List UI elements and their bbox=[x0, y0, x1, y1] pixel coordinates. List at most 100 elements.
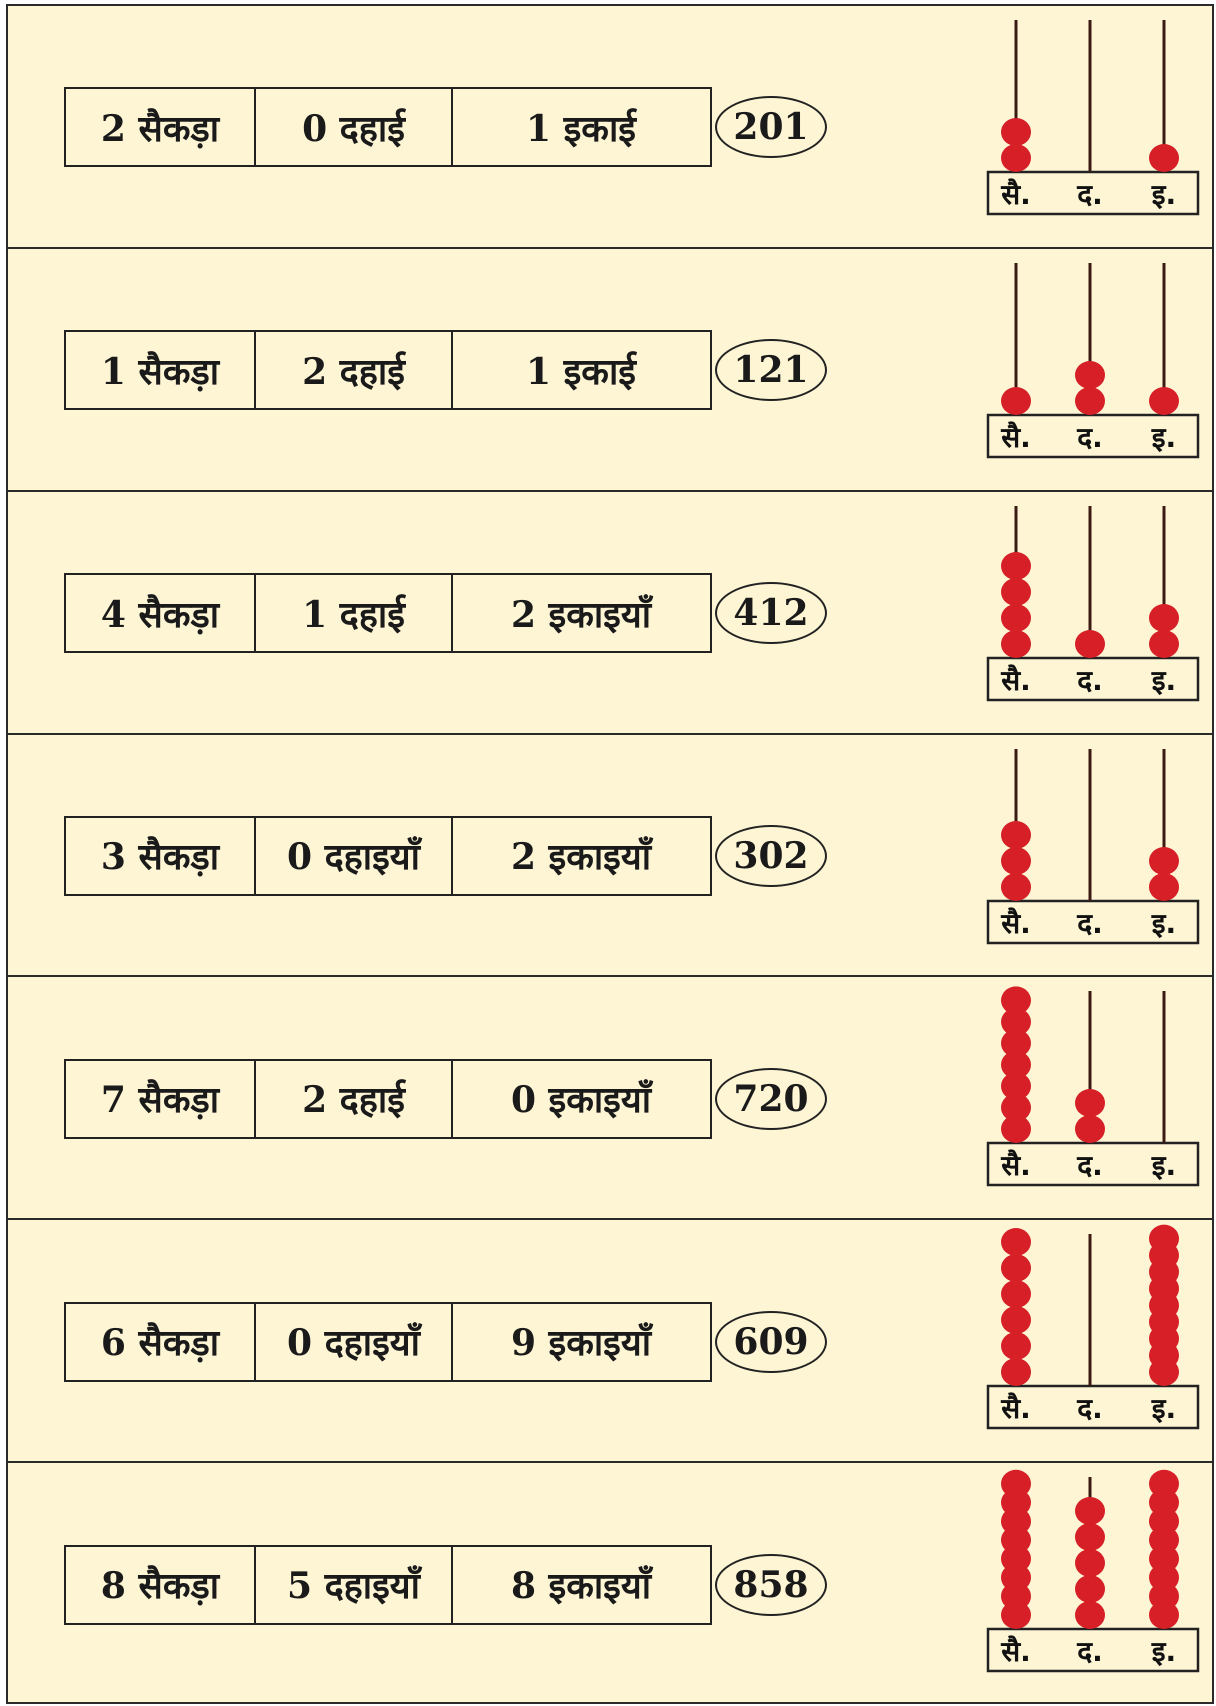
ones-cell: 1 इकाई bbox=[526, 350, 636, 393]
number-oval: 609 bbox=[715, 1310, 827, 1373]
place-value-row: 8 सैकड़ा 5 दहाइयाँ 8 इकाइयाँ 858 सै. द. इ. bbox=[8, 1463, 1212, 1706]
abacus: सै. द. इ. bbox=[986, 262, 1200, 459]
hundreds-bead bbox=[1001, 1254, 1031, 1283]
hundreds-bead bbox=[1001, 820, 1031, 849]
tens-bead bbox=[1075, 1497, 1105, 1526]
number-oval: 858 bbox=[715, 1553, 827, 1616]
hundreds-cell: 7 सैकड़ा bbox=[66, 1060, 256, 1137]
abacus: सै. द. इ. bbox=[986, 20, 1200, 216]
hundreds-bead bbox=[1001, 551, 1031, 580]
hundreds-bead bbox=[1001, 118, 1031, 146]
abacus-base bbox=[986, 656, 1200, 701]
abacus: सै. द. इ. bbox=[986, 1469, 1200, 1673]
hundreds-bead bbox=[1001, 1051, 1031, 1080]
hundreds-cell: 2 सैकड़ा bbox=[66, 89, 256, 166]
ones-column-label: इ. bbox=[1151, 178, 1176, 211]
hundreds-column-label: सै. bbox=[1000, 421, 1031, 454]
place-value-row: 3 सैकड़ा 0 दहाइयाँ 2 इकाइयाँ 302 सै. द. इ. bbox=[8, 735, 1212, 978]
hundreds-cell: 3 सैकड़ा bbox=[66, 817, 256, 894]
tens-bead bbox=[1075, 1601, 1105, 1630]
ones-bead bbox=[1149, 386, 1179, 415]
hundreds-bead bbox=[1001, 1008, 1031, 1037]
place-value-table: 7 सैकड़ा 2 दहाई 0 इकाइयाँ bbox=[64, 1058, 712, 1139]
hundreds-bead bbox=[1001, 986, 1031, 1015]
tens-bead bbox=[1075, 1549, 1105, 1578]
ones-column-label: इ. bbox=[1151, 664, 1176, 697]
ones-cell: 0 इकाइयाँ bbox=[510, 1079, 652, 1122]
ones-bead bbox=[1149, 629, 1179, 658]
tens-cell: 0 दहाइयाँ bbox=[256, 1303, 453, 1380]
hundreds-bead bbox=[1001, 1115, 1031, 1144]
ones-cell: 2 इकाइयाँ bbox=[510, 593, 652, 636]
ones-bead bbox=[1149, 144, 1179, 172]
place-value-row: 2 सैकड़ा 0 दहाई 1 इकाई 201 सै. द. इ. bbox=[8, 6, 1212, 249]
abacus-base bbox=[986, 1385, 1200, 1430]
hundreds-bead bbox=[1001, 1332, 1031, 1361]
ones-cell: 1 इकाई bbox=[526, 107, 636, 150]
hundreds-bead bbox=[1001, 603, 1031, 632]
abacus: सै.द.इ. bbox=[986, 986, 1200, 1187]
number-oval: 302 bbox=[715, 824, 827, 887]
tens-column-label: द. bbox=[1076, 1635, 1103, 1668]
ones-cell: 8 इकाइयाँ bbox=[510, 1565, 652, 1608]
tens-bead bbox=[1075, 1115, 1105, 1144]
hundreds-bead bbox=[1001, 144, 1031, 172]
tens-column-label: द. bbox=[1076, 1392, 1103, 1425]
tens-bead bbox=[1075, 629, 1105, 658]
tens-column-label: द. bbox=[1076, 178, 1103, 211]
number-oval: 720 bbox=[715, 1067, 827, 1130]
ones-column-label: इ. bbox=[1151, 421, 1176, 454]
hundreds-column-label: सै. bbox=[1000, 1635, 1031, 1668]
hundreds-bead bbox=[1001, 1072, 1031, 1101]
hundreds-cell: 4 सैकड़ा bbox=[66, 575, 256, 652]
ones-bead bbox=[1149, 603, 1179, 632]
place-value-row: 4 सैकड़ा 1 दहाई 2 इकाइयाँ 412 सै.द.इ. bbox=[8, 492, 1212, 735]
tens-column-label: द. bbox=[1076, 907, 1103, 940]
hundreds-cell: 1 सैकड़ा bbox=[66, 332, 256, 409]
abacus: सै.द.इ. bbox=[986, 1224, 1200, 1430]
tens-cell: 1 दहाई bbox=[256, 575, 453, 652]
tens-bead bbox=[1075, 1523, 1105, 1552]
tens-column-label: द. bbox=[1076, 664, 1103, 697]
ones-column-label: इ. bbox=[1151, 1635, 1176, 1668]
abacus: सै.द.इ. bbox=[986, 505, 1200, 701]
hundreds-bead bbox=[1001, 1306, 1031, 1335]
ones-bead bbox=[1149, 872, 1179, 901]
number-oval: 412 bbox=[715, 582, 827, 645]
place-value-table: 3 सैकड़ा 0 दहाइयाँ 2 इकाइयाँ bbox=[64, 815, 712, 896]
ones-column-label: इ. bbox=[1151, 1149, 1176, 1182]
ones-column-label: इ. bbox=[1151, 1392, 1176, 1425]
place-value-table: 2 सैकड़ा 0 दहाई 1 इकाई bbox=[64, 87, 712, 168]
worksheet: 2 सैकड़ा 0 दहाई 1 इकाई 201 सै. द. इ. 1 सैक… bbox=[6, 4, 1214, 1704]
abacus-base bbox=[986, 1627, 1200, 1673]
hundreds-column-label: सै. bbox=[1000, 907, 1031, 940]
tens-cell: 2 दहाई bbox=[256, 1060, 453, 1137]
hundreds-bead bbox=[1001, 1358, 1031, 1387]
place-value-table: 6 सैकड़ा 0 दहाइयाँ 9 इकाइयाँ bbox=[64, 1301, 712, 1382]
hundreds-bead bbox=[1001, 629, 1031, 658]
tens-bead bbox=[1075, 1575, 1105, 1604]
tens-cell: 0 दहाई bbox=[256, 89, 453, 166]
ones-bead bbox=[1149, 1224, 1179, 1253]
tens-bead bbox=[1075, 1089, 1105, 1118]
place-value-table: 1 सैकड़ा 2 दहाई 1 इकाई bbox=[64, 330, 712, 411]
abacus-base bbox=[986, 413, 1200, 459]
tens-cell: 2 दहाई bbox=[256, 332, 453, 409]
ones-cell: 9 इकाइयाँ bbox=[510, 1322, 652, 1365]
abacus-base bbox=[986, 899, 1200, 944]
hundreds-bead bbox=[1001, 577, 1031, 606]
hundreds-bead bbox=[1001, 872, 1031, 901]
number-oval: 201 bbox=[715, 96, 827, 159]
ones-cell: 2 इकाइयाँ bbox=[510, 836, 652, 879]
place-value-row: 7 सैकड़ा 2 दहाई 0 इकाइयाँ 720 सै.द.इ. bbox=[8, 977, 1212, 1221]
ones-column-label: इ. bbox=[1151, 907, 1176, 940]
hundreds-column-label: सै. bbox=[1000, 178, 1031, 211]
abacus: सै. द. इ. bbox=[986, 748, 1200, 944]
hundreds-cell: 8 सैकड़ा bbox=[66, 1546, 256, 1623]
hundreds-bead bbox=[1001, 1029, 1031, 1058]
hundreds-bead bbox=[1001, 1228, 1031, 1257]
tens-column-label: द. bbox=[1076, 421, 1103, 454]
place-value-table: 8 सैकड़ा 5 दहाइयाँ 8 इकाइयाँ bbox=[64, 1544, 712, 1625]
hundreds-bead bbox=[1001, 386, 1031, 415]
abacus-base bbox=[986, 1142, 1200, 1187]
